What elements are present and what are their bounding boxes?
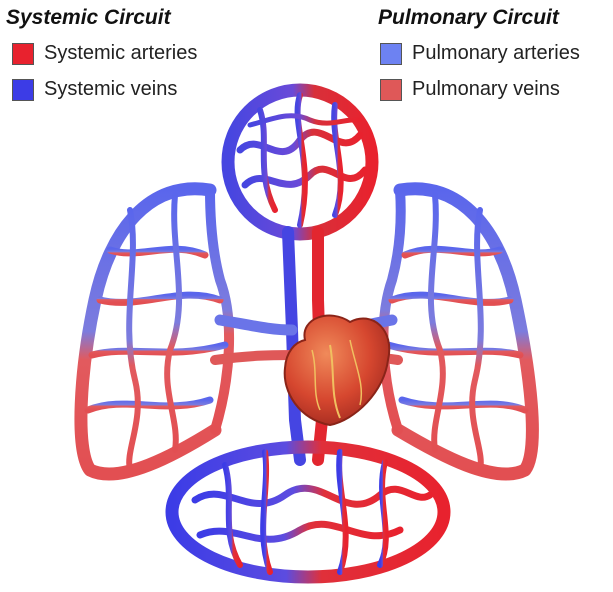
heart bbox=[285, 316, 390, 425]
upper-body-capillary-loop bbox=[228, 90, 372, 234]
right-lung-network bbox=[383, 189, 532, 474]
lower-body-capillary-loop bbox=[172, 447, 444, 577]
left-lung-network bbox=[81, 189, 229, 474]
